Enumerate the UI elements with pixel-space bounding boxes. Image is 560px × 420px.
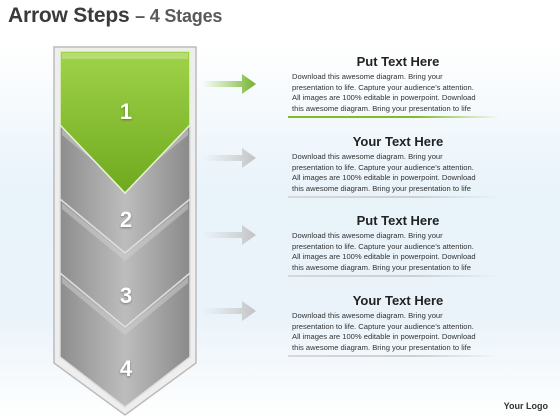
title-bar <box>0 0 560 44</box>
step-body: Download this awesome diagram. Bring you… <box>288 72 508 114</box>
body-line: Download this awesome diagram. Bring you… <box>292 311 443 320</box>
step-block-3: Put Text Here Download this awesome diag… <box>288 213 508 278</box>
divider <box>288 116 500 119</box>
arrow-right-icon <box>202 148 256 168</box>
body-line: presentation to life. Capture your audie… <box>292 321 474 331</box>
body-line: Download this awesome diagram. Bring you… <box>292 231 443 240</box>
divider <box>288 196 500 199</box>
body-line: All images are 100% editable in powerpoi… <box>292 173 476 183</box>
step-heading: Your Text Here <box>352 293 444 308</box>
title-sub: – 4 Stages <box>135 6 223 26</box>
arrow-right-icon <box>202 225 256 245</box>
divider <box>288 275 500 278</box>
step-heading: Put Text Here <box>356 213 440 228</box>
body-line: this awesome diagram. Bring your present… <box>292 342 471 352</box>
divider <box>288 355 500 358</box>
step-block-1: Put Text Here Download this awesome diag… <box>288 54 508 119</box>
page-title: Arrow Steps – 4 Stages <box>8 4 222 28</box>
arrow-right-icon <box>202 301 256 321</box>
step-heading: Put Text Here <box>356 54 440 69</box>
step-number-3: 3 <box>119 283 133 308</box>
chevron-stack <box>53 46 197 416</box>
body-line: All images are 100% editable in powerpoi… <box>292 252 476 262</box>
step-number-2: 2 <box>119 207 133 232</box>
body-line: All images are 100% editable in powerpoi… <box>292 332 476 342</box>
body-line: presentation to life. Capture your audie… <box>292 162 474 172</box>
body-line: All images are 100% editable in powerpoi… <box>292 93 476 103</box>
body-line: Download this awesome diagram. Bring you… <box>292 152 443 161</box>
arrow-right-icon <box>202 74 256 94</box>
step-block-4: Your Text Here Download this awesome dia… <box>288 293 508 358</box>
body-line: presentation to life. Capture your audie… <box>292 241 474 251</box>
title-main: Arrow Steps <box>8 4 130 27</box>
step-body: Download this awesome diagram. Bring you… <box>288 231 508 273</box>
body-line: this awesome diagram. Bring your present… <box>292 262 471 272</box>
step-block-2: Your Text Here Download this awesome dia… <box>288 134 508 199</box>
stage-1-shape <box>59 50 191 195</box>
body-line: this awesome diagram. Bring your present… <box>292 183 471 193</box>
step-body: Download this awesome diagram. Bring you… <box>288 152 508 194</box>
step-body: Download this awesome diagram. Bring you… <box>288 311 508 353</box>
logo-text: Your Logo <box>503 401 548 411</box>
body-line: presentation to life. Capture your audie… <box>292 82 474 92</box>
body-line: Download this awesome diagram. Bring you… <box>292 72 443 81</box>
step-number-4: 4 <box>119 356 133 381</box>
step-heading: Your Text Here <box>352 134 444 149</box>
body-line: this awesome diagram. Bring your present… <box>292 103 471 113</box>
step-number-1: 1 <box>119 99 133 124</box>
